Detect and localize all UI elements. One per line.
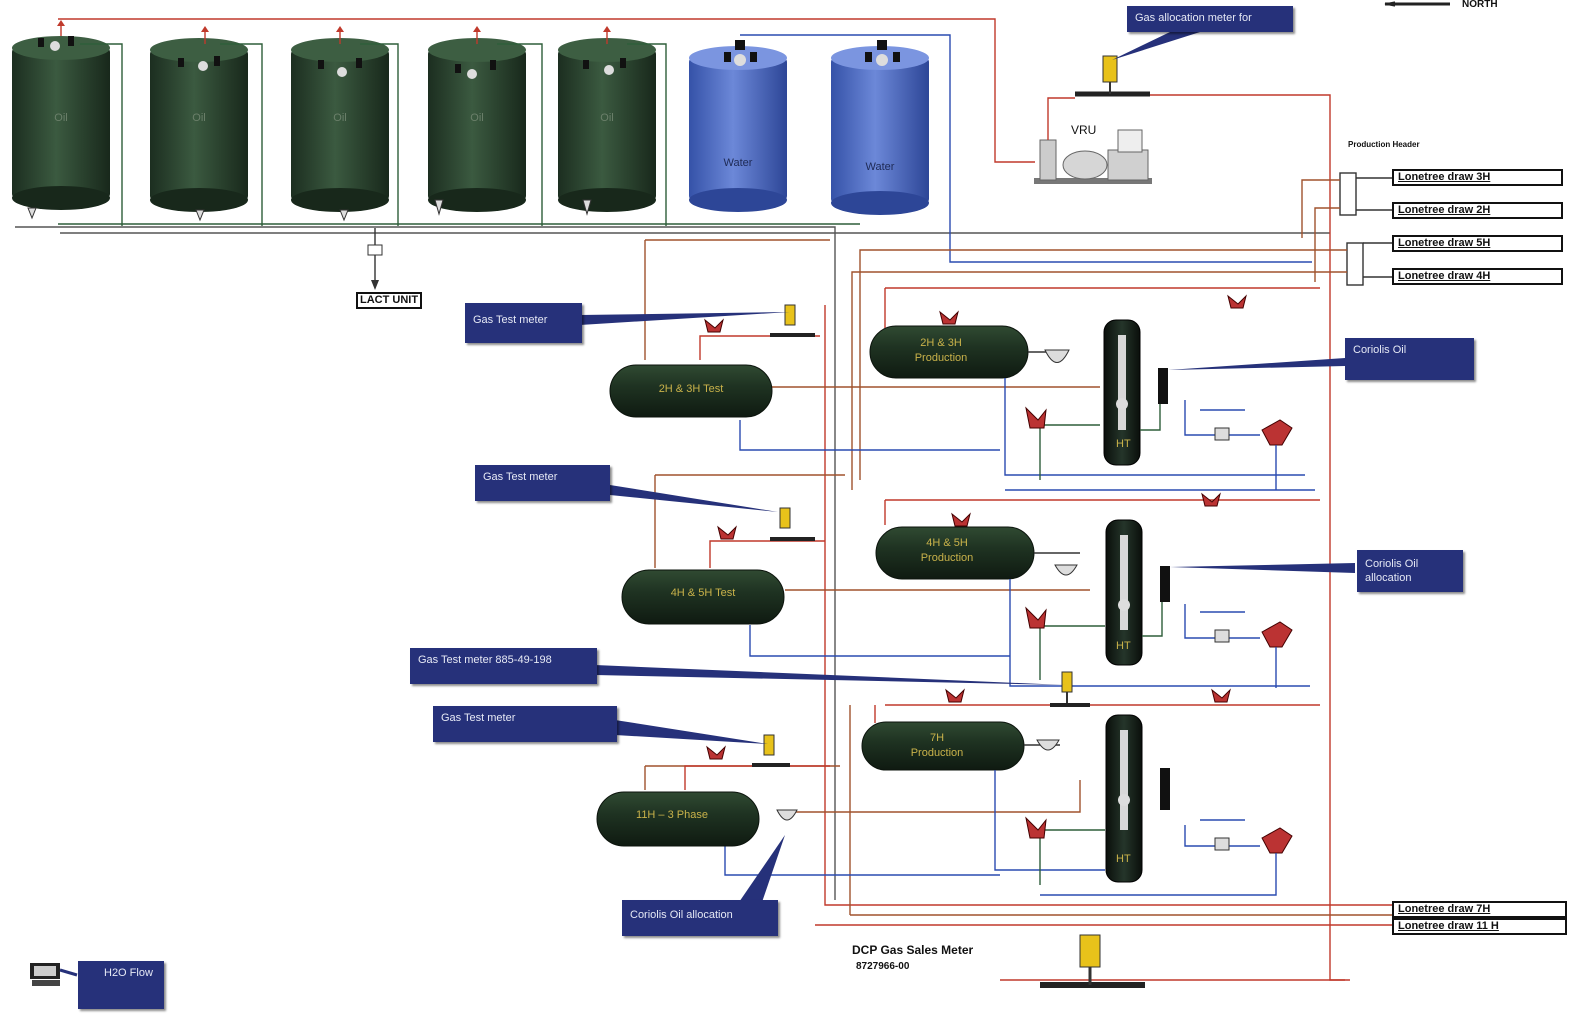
production-train-4h-5h (875, 492, 1310, 703)
lact-unit-label: LACT UNIT (356, 292, 423, 309)
water-tank-2-label: Water (865, 161, 895, 173)
oil-tank-1 (12, 20, 123, 226)
lonetree-draw-4h: Lonetree draw 4H (1392, 268, 1563, 285)
oil-tank-4-label: Oil (470, 112, 484, 124)
vru-label: VRU (1071, 123, 1097, 137)
vessel-4h-5h-test-group (621, 474, 1090, 657)
production-vessel-2h-3h-label: 2H & 3H Production (870, 336, 1012, 366)
lonetree-draw-5h: Lonetree draw 5H (1392, 235, 1563, 252)
h2o-flow-callout: H2O Flow (78, 961, 164, 1009)
heater-treater-2-label: HT (1116, 640, 1131, 652)
production-vessel-2h-3h-line1: 2H & 3H (920, 337, 962, 349)
lact-unit-stub (367, 228, 383, 290)
gas-test-meter-callout-3: Gas Test meter (433, 706, 617, 742)
oil-tank-3 (291, 26, 399, 226)
vessel-11h-3-phase-group (596, 734, 1081, 876)
production-vessel-4h-5h-line2: Production (920, 552, 974, 564)
heater-treater-3-label: HT (1116, 853, 1131, 865)
vessel-11h-3-phase-label: 11H – 3 Phase (636, 809, 708, 821)
production-vessel-7h-line1: 7H (929, 732, 945, 744)
coriolis-oil-allocation-callout-1: Coriolis Oil allocation (1357, 550, 1463, 592)
water-tank-2 (831, 40, 929, 215)
water-tank-1 (689, 40, 787, 212)
oil-tank-3-label: Oil (333, 112, 347, 124)
gas-test-meter-callout-1: Gas Test meter (465, 303, 582, 343)
gas-test-meter-885 (1050, 671, 1090, 707)
dcp-gas-sales-meter-label: DCP Gas Sales Meter (852, 943, 974, 957)
dcp-meter-number: 8727966-00 (856, 961, 910, 972)
dcp-gas-sales-meter-graphic (1040, 934, 1145, 988)
coriolis-oil-allocation-callout-2: Coriolis Oil allocation (622, 900, 778, 936)
production-vessel-7h-label: 7H Production (862, 731, 1012, 761)
gas-test-meter-callout-2: Gas Test meter (475, 465, 610, 501)
test-vessel-2h-3h-label: 2H & 3H Test (658, 383, 724, 395)
production-vessel-7h-line2: Production (910, 747, 964, 759)
heater-treater-1-label: HT (1116, 438, 1131, 450)
production-vessel-2h-3h-line2: Production (914, 352, 968, 364)
oil-tank-2 (150, 26, 263, 226)
vessel-2h-3h-test-group (609, 239, 1100, 451)
oil-tank-5 (558, 26, 667, 226)
oil-tank-4 (428, 26, 543, 226)
callout-pointers (580, 32, 1355, 908)
lonetree-draw-11h: Lonetree draw 11 H (1392, 918, 1567, 935)
gas-allocation-meter-callout: Gas allocation meter for (1127, 6, 1293, 32)
north-label: NORTH (1462, 0, 1498, 10)
test-vessel-4h-5h-label: 4H & 5H Test (670, 587, 736, 599)
production-vessel-4h-5h-label: 4H & 5H Production (876, 536, 1018, 566)
distribution-lines (815, 287, 1395, 981)
oil-tank-1-label: Oil (54, 112, 68, 124)
lonetree-draw-3h: Lonetree draw 3H (1392, 169, 1563, 186)
coriolis-oil-callout: Coriolis Oil (1345, 338, 1474, 380)
lonetree-draw-2h: Lonetree draw 2H (1392, 202, 1563, 219)
production-vessel-4h-5h-line1: 4H & 5H (926, 537, 968, 549)
production-header-manifold (851, 172, 1392, 490)
north-arrow-icon (1384, 1, 1450, 7)
water-tank-1-label: Water (723, 157, 753, 169)
vru-unit (1034, 55, 1345, 981)
oil-tank-5-label: Oil (600, 112, 614, 124)
production-train-7h (861, 688, 1293, 896)
oil-tank-2-label: Oil (192, 112, 206, 124)
storage-tanks (12, 20, 929, 226)
h2o-flow-meter-icon (30, 963, 78, 986)
production-header-label: Production Header (1348, 140, 1420, 149)
production-train-2h-3h (869, 288, 1315, 491)
gas-test-meter-885-callout: Gas Test meter 885-49-198 (410, 648, 597, 684)
lonetree-draw-7h: Lonetree draw 7H (1392, 901, 1567, 918)
